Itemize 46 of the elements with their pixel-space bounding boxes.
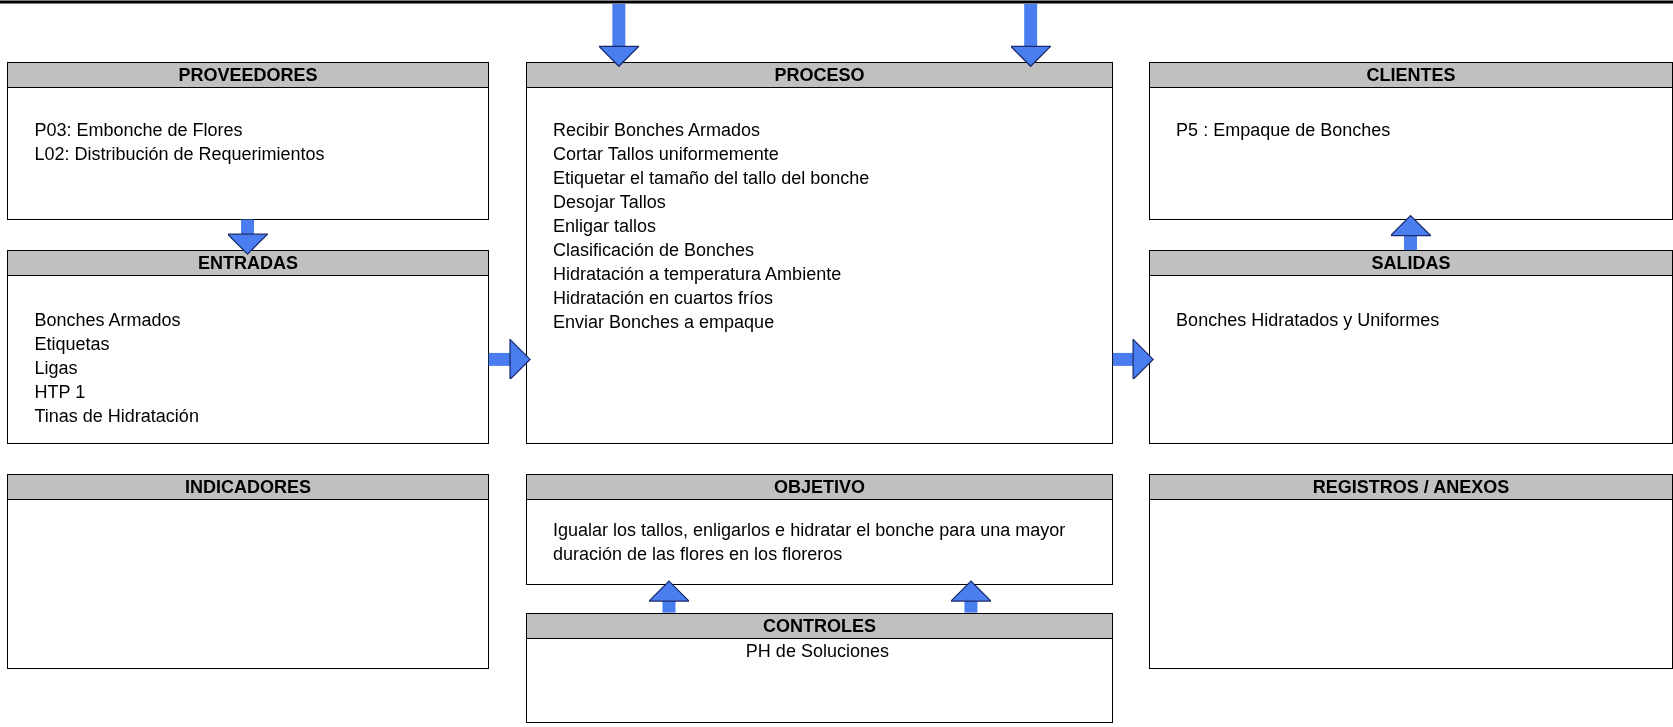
block-arrow [648, 580, 690, 613]
objective-text: Igualar los tallos, enligarlos e hidratar el bonche para una mayor duración de las flores en los floreros [553, 518, 1067, 566]
block-arrow [1112, 338, 1154, 381]
list-item: Etiquetar el tamaño del tallo del bonche [553, 167, 871, 191]
list-item: Hidratación a temperatura Ambiente [553, 263, 843, 287]
section-heading: INDICADORES [8, 474, 488, 500]
panel [7, 250, 489, 445]
panel [526, 62, 1113, 445]
list-item: Tinas de Hidratación [34, 405, 200, 429]
panel [526, 612, 1113, 723]
block-arrow [1010, 4, 1052, 67]
list-item: Bonches Hidratados y Uniformes [1176, 309, 1441, 333]
block-arrow [1389, 214, 1432, 251]
list-item: Bonches Armados [34, 309, 182, 333]
list-item: Recibir Bonches Armados [553, 119, 762, 143]
section-heading: SALIDAS [1150, 251, 1672, 277]
list-item: Etiquetas [34, 333, 111, 357]
list-item: P03: Embonche de Flores [34, 119, 244, 143]
block-arrow [488, 338, 531, 381]
list-item: Hidratación en cuartos fríos [553, 287, 775, 311]
section-heading: PROVEEDORES [8, 63, 488, 89]
section-heading: ENTRADAS [8, 251, 488, 277]
list-item: Enligar tallos [553, 215, 658, 239]
panel [7, 62, 489, 220]
panel [1149, 473, 1673, 669]
section-heading: CLIENTES [1150, 63, 1672, 89]
section-heading: PROCESO [527, 63, 1112, 89]
list-item: Ligas [34, 357, 79, 381]
section-heading: CONTROLES [527, 613, 1112, 639]
panel [1149, 250, 1673, 445]
section-heading: REGISTROS / ANEXOS [1150, 474, 1672, 500]
list-item: Clasificación de Bonches [553, 239, 756, 263]
panel [7, 473, 489, 669]
panel [1149, 62, 1673, 220]
list-item: Enviar Bonches a empaque [553, 311, 776, 335]
block-arrow [950, 580, 992, 613]
list-item: HTP 1 [34, 381, 87, 405]
list-item: L02: Distribución de Requerimientos [34, 143, 326, 167]
list-item: Cortar Tallos uniformemente [553, 143, 780, 167]
panel [526, 473, 1113, 586]
block-arrow [598, 4, 640, 67]
section-heading: OBJETIVO [527, 474, 1112, 500]
list-item: P5 : Empaque de Bonches [1176, 119, 1392, 143]
list-item: PH de Soluciones [744, 639, 890, 663]
list-item: Desojar Tallos [553, 191, 667, 215]
block-arrow [226, 219, 269, 255]
